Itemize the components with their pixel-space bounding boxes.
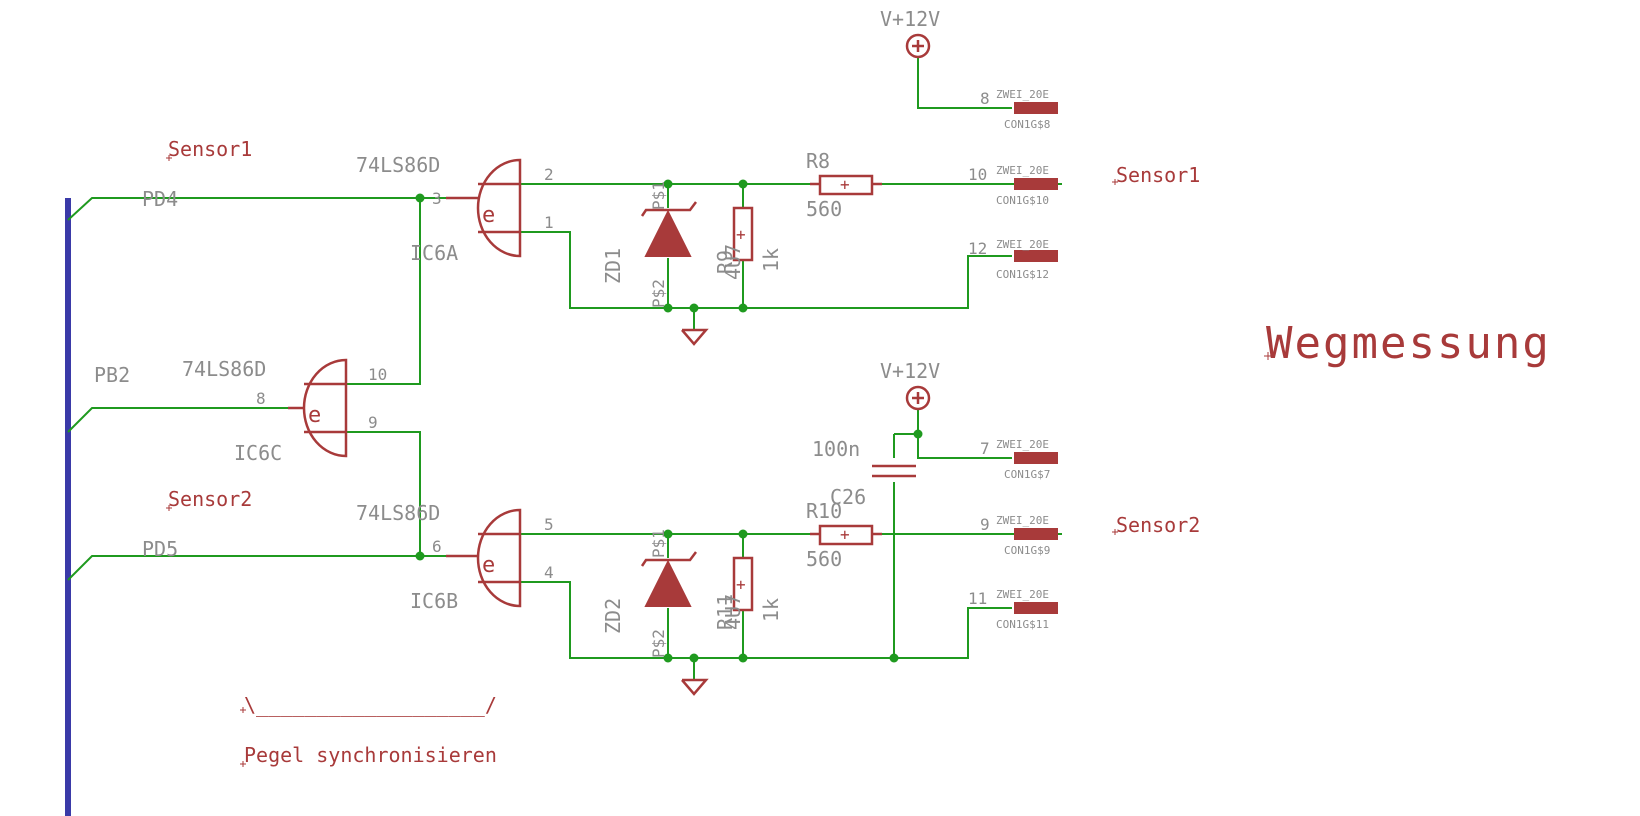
connector-pads bbox=[1014, 102, 1058, 614]
resistor-r11-extra: 4U7 bbox=[721, 594, 745, 630]
gate-ic6a-pin-in: 3 bbox=[432, 189, 442, 208]
connector-7-part: ZWEI_20E bbox=[996, 438, 1049, 451]
connector-12-pin: 12 bbox=[968, 239, 987, 258]
zener-zd1-p1: P$1 bbox=[649, 181, 668, 210]
resistor-r11[interactable]: + bbox=[732, 556, 754, 612]
resistor-r9-plus: + bbox=[736, 225, 746, 244]
gate-ic6a-type: 74LS86D bbox=[356, 153, 440, 177]
gate-ic6c-pin-b: 9 bbox=[368, 413, 378, 432]
zener-zd2-p1: P$1 bbox=[649, 529, 668, 558]
resistor-r11-plus: + bbox=[736, 575, 746, 594]
connector-8-part: ZWEI_20E bbox=[996, 88, 1049, 101]
sensor1-left-label: Sensor1 bbox=[168, 137, 252, 161]
resistor-r10-name: R10 bbox=[806, 499, 842, 523]
resistor-r8[interactable]: + bbox=[810, 174, 882, 196]
connector-9-name: CON1G$9 bbox=[1004, 544, 1050, 557]
resistor-r8-value: 560 bbox=[806, 197, 842, 221]
gate-ic6c-pin-in: 8 bbox=[256, 389, 266, 408]
gate-ic6b[interactable]: e bbox=[446, 508, 522, 608]
connector-10-name: CON1G$10 bbox=[996, 194, 1049, 207]
resistor-r8-plus: + bbox=[840, 175, 850, 194]
gate-ic6c-symbol: e bbox=[308, 403, 321, 428]
resistor-r9-value: 1k bbox=[759, 248, 783, 272]
resistor-r9-extra: 4U7 bbox=[721, 244, 745, 280]
connector-12[interactable]: 12 ZWEI_20E CON1G$12 bbox=[968, 238, 1049, 281]
resistor-r9-name: R9 bbox=[713, 250, 737, 274]
capacitor-c26[interactable] bbox=[872, 464, 916, 478]
connector-8[interactable]: 8 ZWEI_20E CON1G$8 bbox=[980, 88, 1050, 131]
connector-8-name: CON1G$8 bbox=[1004, 118, 1050, 131]
net-label-pd4: PD4 bbox=[142, 187, 178, 211]
zener-diode-zd1[interactable] bbox=[640, 201, 697, 257]
resistor-r8-name: R8 bbox=[806, 149, 830, 173]
sensor1-right-label: Sensor1 bbox=[1116, 163, 1200, 187]
connector-7-name: CON1G$7 bbox=[1004, 468, 1050, 481]
power-symbol-mid bbox=[905, 385, 931, 411]
junctions bbox=[415, 179, 923, 663]
zener-zd2-name: ZD2 bbox=[601, 598, 625, 634]
sensor2-left-label: Sensor2 bbox=[168, 487, 252, 511]
power-mid-label: V+12V bbox=[880, 359, 940, 383]
resistor-r11-value: 1k bbox=[759, 598, 783, 622]
zener-diode-zd2[interactable] bbox=[640, 551, 697, 607]
note-text: Pegel synchronisieren bbox=[244, 743, 497, 767]
sensor2-right-label: Sensor2 bbox=[1116, 513, 1200, 537]
zener-zd1-p2: P$2 bbox=[649, 279, 668, 308]
net-label-pd5: PD5 bbox=[142, 537, 178, 561]
connector-10-part: ZWEI_20E bbox=[996, 164, 1049, 177]
connector-11-part: ZWEI_20E bbox=[996, 588, 1049, 601]
connector-9-part: ZWEI_20E bbox=[996, 514, 1049, 527]
zener-zd1-name: ZD1 bbox=[601, 248, 625, 284]
gate-ic6b-type: 74LS86D bbox=[356, 501, 440, 525]
connector-11-pin: 11 bbox=[968, 589, 987, 608]
gate-ic6c[interactable]: e bbox=[288, 358, 348, 458]
gate-ic6a-pin-a: 2 bbox=[544, 165, 554, 184]
gate-ic6a[interactable]: e bbox=[446, 158, 522, 258]
connector-7-pin: 7 bbox=[980, 439, 990, 458]
net-label-pb2: PB2 bbox=[94, 363, 130, 387]
gate-ic6c-type: 74LS86D bbox=[182, 357, 266, 381]
ground-symbol-bottom bbox=[681, 678, 709, 696]
resistor-r10-plus: + bbox=[840, 525, 850, 544]
connector-8-pin: 8 bbox=[980, 89, 990, 108]
power-top-label: V+12V bbox=[880, 7, 940, 31]
connector-12-name: CON1G$12 bbox=[996, 268, 1049, 281]
capacitor-c26-name: C26 bbox=[830, 485, 866, 509]
gate-ic6b-name: IC6B bbox=[410, 589, 458, 613]
gate-ic6b-pin-a: 5 bbox=[544, 515, 554, 534]
gate-ic6a-symbol: e bbox=[482, 203, 495, 228]
resistor-r11-name: R11 bbox=[713, 594, 737, 630]
connector-10[interactable]: 10 ZWEI_20E CON1G$10 bbox=[968, 164, 1049, 207]
note-bracket: \___________________/ bbox=[244, 693, 497, 717]
connector-10-pin: 10 bbox=[968, 165, 987, 184]
connector-11[interactable]: 11 ZWEI_20E CON1G$11 bbox=[968, 588, 1049, 631]
connector-9[interactable]: 9 ZWEI_20E CON1G$9 bbox=[980, 514, 1050, 557]
connector-9-pin: 9 bbox=[980, 515, 990, 534]
gate-ic6b-pin-b: 4 bbox=[544, 563, 554, 582]
capacitor-c26-value: 100n bbox=[812, 437, 860, 461]
connector-7[interactable]: 7 ZWEI_20E CON1G$7 bbox=[980, 438, 1050, 481]
connector-12-part: ZWEI_20E bbox=[996, 238, 1049, 251]
ground-symbol-top bbox=[681, 328, 709, 346]
resistor-r10-value: 560 bbox=[806, 547, 842, 571]
connector-11-name: CON1G$11 bbox=[996, 618, 1049, 631]
resistor-r9[interactable]: + bbox=[732, 206, 754, 262]
gate-ic6b-symbol: e bbox=[482, 553, 495, 578]
power-symbol-top bbox=[905, 33, 931, 59]
gate-ic6c-name: IC6C bbox=[234, 441, 282, 465]
gate-ic6b-pin-in: 6 bbox=[432, 537, 442, 556]
origin-markers bbox=[166, 155, 1272, 767]
gate-ic6a-name: IC6A bbox=[410, 241, 458, 265]
page-title: Wegmessung bbox=[1266, 318, 1551, 369]
gate-ic6c-pin-a: 10 bbox=[368, 365, 387, 384]
gate-ic6a-pin-b: 1 bbox=[544, 213, 554, 232]
zener-zd2-p2: P$2 bbox=[649, 629, 668, 658]
resistor-r10[interactable]: + bbox=[810, 524, 882, 546]
